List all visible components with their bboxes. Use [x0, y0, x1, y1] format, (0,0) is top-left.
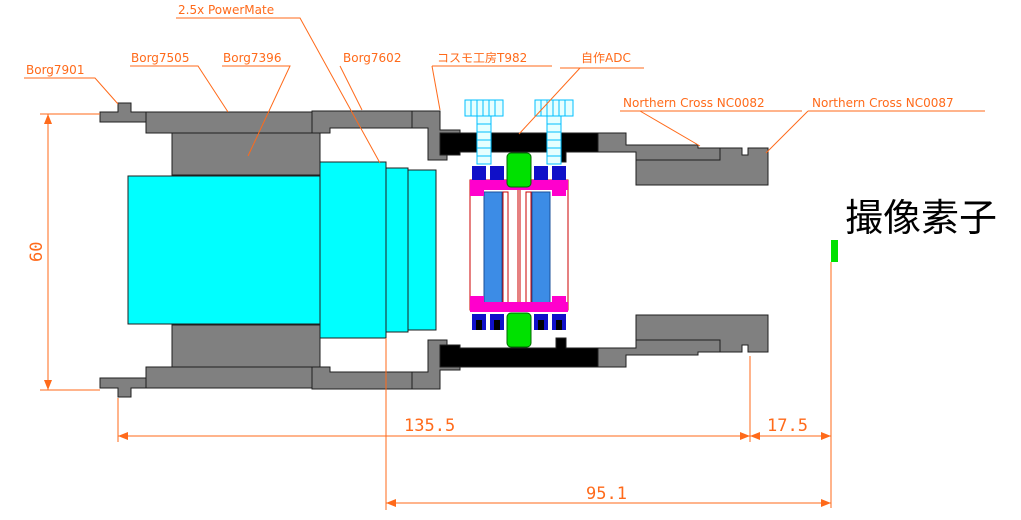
dimension-length-3: 95.1 [586, 484, 627, 504]
dimension-length-1: 135.5 [404, 416, 455, 436]
label-borg7901: Borg7901 [26, 63, 84, 77]
nc0087-part [635, 147, 769, 353]
label-borg7396: Borg7396 [223, 51, 281, 65]
sensor-label: 撮像素子 [845, 196, 997, 240]
dimension-height-text: 60 [27, 242, 47, 262]
label-nc0082: Northern Cross NC0082 [623, 96, 765, 110]
dimension-length-row1: 135.5 17.5 [117, 262, 832, 508]
borg7396-part [171, 132, 321, 368]
adc-prism-assembly [469, 152, 569, 348]
label-borg7602: Borg7602 [343, 51, 401, 65]
image-sensor [831, 240, 838, 262]
thumb-screw-left [464, 99, 504, 165]
dimension-length-2: 17.5 [767, 416, 808, 436]
powermate-barrel [127, 161, 437, 339]
thumb-screw-right [534, 99, 574, 165]
label-cosmo: コスモ工房T982 [437, 50, 527, 65]
label-nc0087: Northern Cross NC0087 [812, 96, 954, 110]
label-borg7505: Borg7505 [131, 51, 189, 65]
dimension-length-row2: 95.1 [385, 338, 831, 510]
part-labels: 2.5x PowerMate Borg7901 Borg7505 Borg739… [26, 3, 954, 110]
leader-lines [24, 17, 985, 164]
borg7505-part [145, 111, 321, 389]
label-adc: 自作ADC [581, 51, 631, 65]
label-powermate: 2.5x PowerMate [178, 3, 274, 17]
dimension-height: 60 [27, 113, 100, 391]
